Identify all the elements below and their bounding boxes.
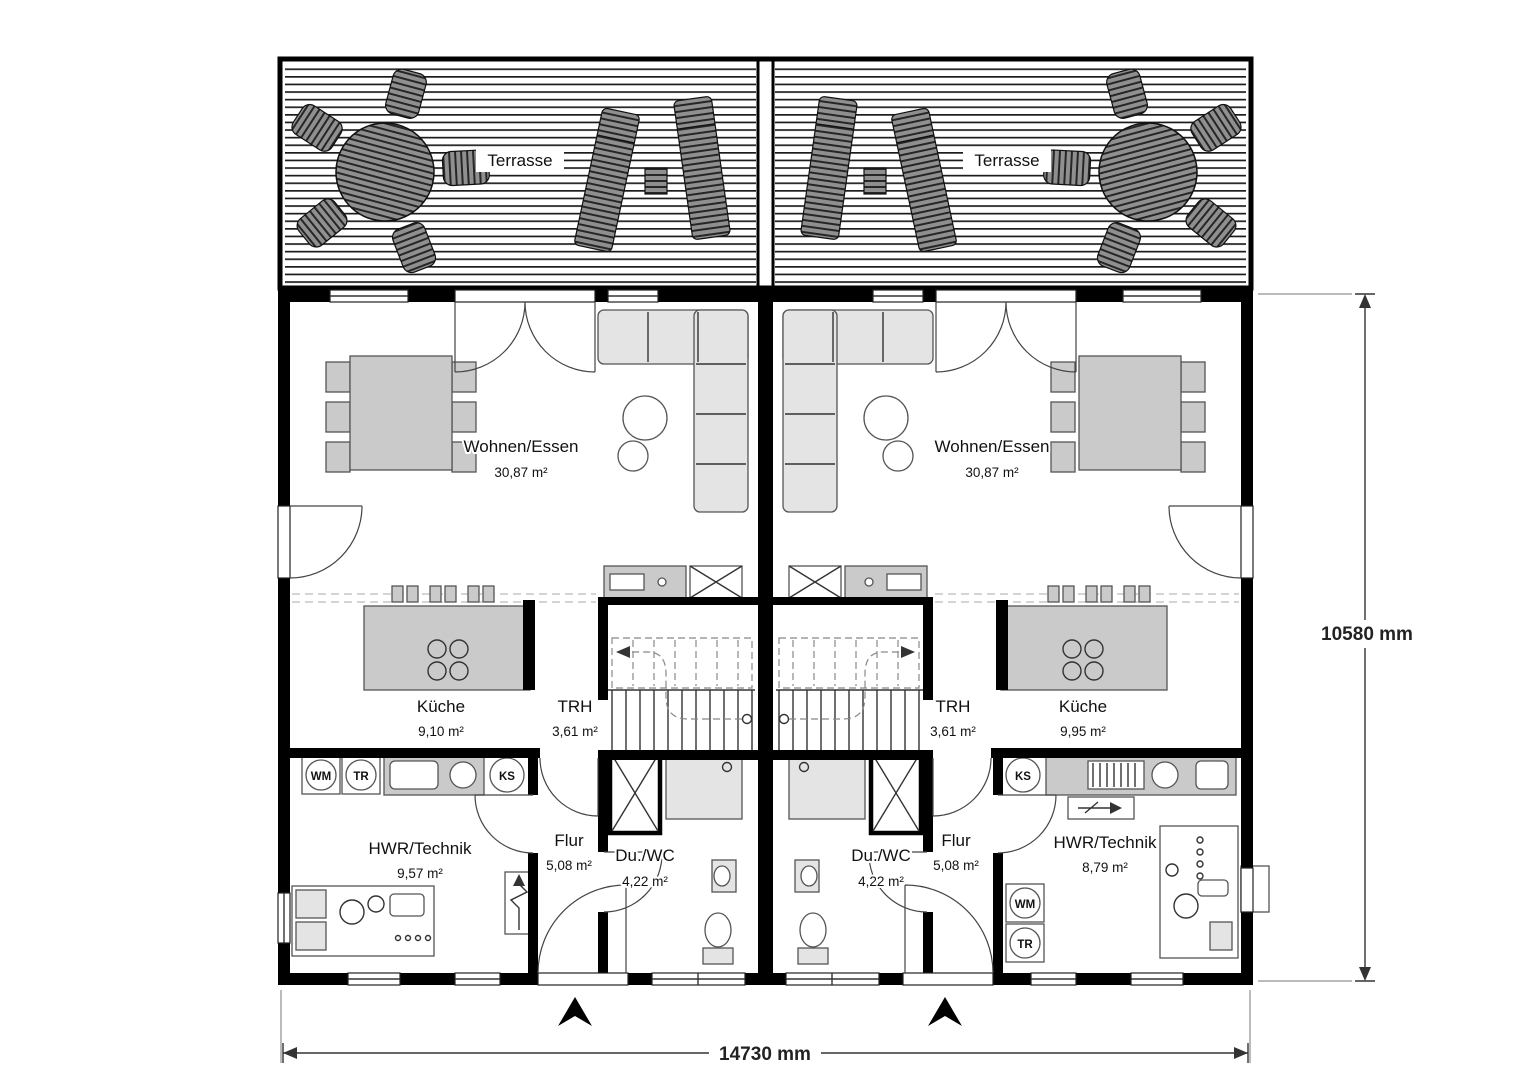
utility-door-left <box>474 794 534 854</box>
utility-bench-left <box>291 885 435 957</box>
room-area-bath-right: 4,22 m² <box>858 874 904 889</box>
room-name-kitchen-left: Küche <box>417 697 465 716</box>
entrance-door-left <box>537 884 627 974</box>
stair-direction-arrow-right <box>901 646 915 658</box>
room-name-bath-right: Du./WC <box>851 846 911 865</box>
kitchen-counter-right <box>1005 754 1237 820</box>
stairs-left <box>608 637 755 753</box>
room-area-stairs-left: 3,61 m² <box>552 724 598 739</box>
entrance-arrow-left-icon <box>558 997 592 1026</box>
room-name-utility-right: HWR/Technik <box>1054 833 1157 852</box>
bathroom-right <box>788 750 924 965</box>
utility-door-right <box>997 794 1057 854</box>
room-area-bath-left: 4,22 m² <box>622 874 668 889</box>
dimension-width: 14730 mm <box>280 990 1251 1068</box>
toilet-right <box>797 912 829 965</box>
bar-stools-left <box>391 585 495 603</box>
dining-set-right <box>1050 355 1206 473</box>
room-area-kitchen-right: 9,95 m² <box>1060 724 1106 739</box>
bar-stools-right <box>1047 585 1151 603</box>
stair-direction-arrow-left <box>616 646 630 658</box>
room-labels: Wohnen/Essen 30,87 m² Wohnen/Essen 30,87… <box>309 435 1159 953</box>
laundry-counter-left <box>301 754 525 796</box>
coffee-table-left <box>622 395 668 441</box>
loungers-right <box>799 95 958 254</box>
room-name-kitchen-right: Küche <box>1059 697 1107 716</box>
room-name-bath-left: Du./WC <box>615 846 675 865</box>
terrace-label-left: Terrasse <box>487 151 552 170</box>
balcony-door-right <box>1168 505 1242 579</box>
wall-right <box>1241 290 1253 985</box>
shower-left <box>665 754 743 820</box>
entrance-door-right <box>904 884 994 974</box>
dining-table-left <box>349 355 453 471</box>
terrace-door-left <box>454 301 596 373</box>
side-table-left <box>644 167 668 195</box>
dim-height-label: 10580 mm <box>1321 624 1413 645</box>
room-area-hall-left: 5,08 m² <box>546 858 592 873</box>
appliance-dryer-left: TR <box>353 771 369 783</box>
appliance-washer-right: WM <box>1015 899 1035 911</box>
toilet-left <box>702 912 734 965</box>
sink-left <box>389 760 439 790</box>
sideboard-right <box>788 565 928 599</box>
appliance-washer-left: WM <box>311 771 331 783</box>
coffee-table-right <box>863 395 909 441</box>
room-area-utility-left: 9,57 m² <box>397 866 443 881</box>
bath-door-right <box>868 851 928 913</box>
room-name-hall-right: Flur <box>941 831 971 850</box>
kitchen-island-left <box>363 585 531 691</box>
hall-door-left <box>539 757 599 817</box>
room-area-kitchen-left: 9,10 m² <box>418 724 464 739</box>
room-area-stairs-right: 3,61 m² <box>930 724 976 739</box>
laundry-right <box>1005 883 1045 963</box>
sideboard-left <box>603 565 743 599</box>
wall-left <box>278 290 290 985</box>
doors <box>289 301 1242 974</box>
wall-party <box>758 290 773 985</box>
bath-door-left <box>603 851 663 913</box>
room-name-living-left: Wohnen/Essen <box>464 437 579 456</box>
dining-table-right <box>1078 355 1182 471</box>
dining-set-left <box>325 355 477 473</box>
dim-width-label: 14730 mm <box>719 1044 811 1065</box>
walls <box>278 290 1253 985</box>
room-name-stairs-right: TRH <box>936 697 971 716</box>
room-name-hall-left: Flur <box>554 831 584 850</box>
terrace-door-right <box>935 301 1077 373</box>
entrance-arrow-right-icon <box>928 997 962 1026</box>
terrace: Terrasse Terrasse <box>260 45 1273 290</box>
room-name-living-right: Wohnen/Essen <box>935 437 1050 456</box>
windows <box>277 289 1254 986</box>
appliance-dryer-right: TR <box>1017 939 1033 951</box>
room-area-utility-right: 8,79 m² <box>1082 860 1128 875</box>
room-area-living-right: 30,87 m² <box>965 465 1019 480</box>
bathroom-left <box>607 750 743 965</box>
kitchen-island-right <box>1000 585 1168 691</box>
sofa-left <box>597 309 749 513</box>
loungers-left <box>573 95 732 254</box>
appliance-fridge-right: KS <box>1015 771 1031 783</box>
sink-right <box>1151 761 1179 789</box>
stairs-right <box>776 637 923 753</box>
sofa-right <box>782 309 934 513</box>
dimension-height: 10580 mm <box>1258 293 1423 982</box>
terrace-label-right: Terrasse <box>974 151 1039 170</box>
vent-arrow-right <box>1067 796 1135 820</box>
hall-door-right <box>932 757 992 817</box>
side-table-right <box>863 167 887 195</box>
room-area-living-left: 30,87 m² <box>494 465 548 480</box>
appliance-fridge-left: KS <box>499 771 515 783</box>
room-name-stairs-left: TRH <box>558 697 593 716</box>
room-name-utility-left: HWR/Technik <box>369 839 472 858</box>
shower-right <box>788 754 866 820</box>
room-area-hall-right: 5,08 m² <box>933 858 979 873</box>
balcony-door-left <box>289 505 363 579</box>
